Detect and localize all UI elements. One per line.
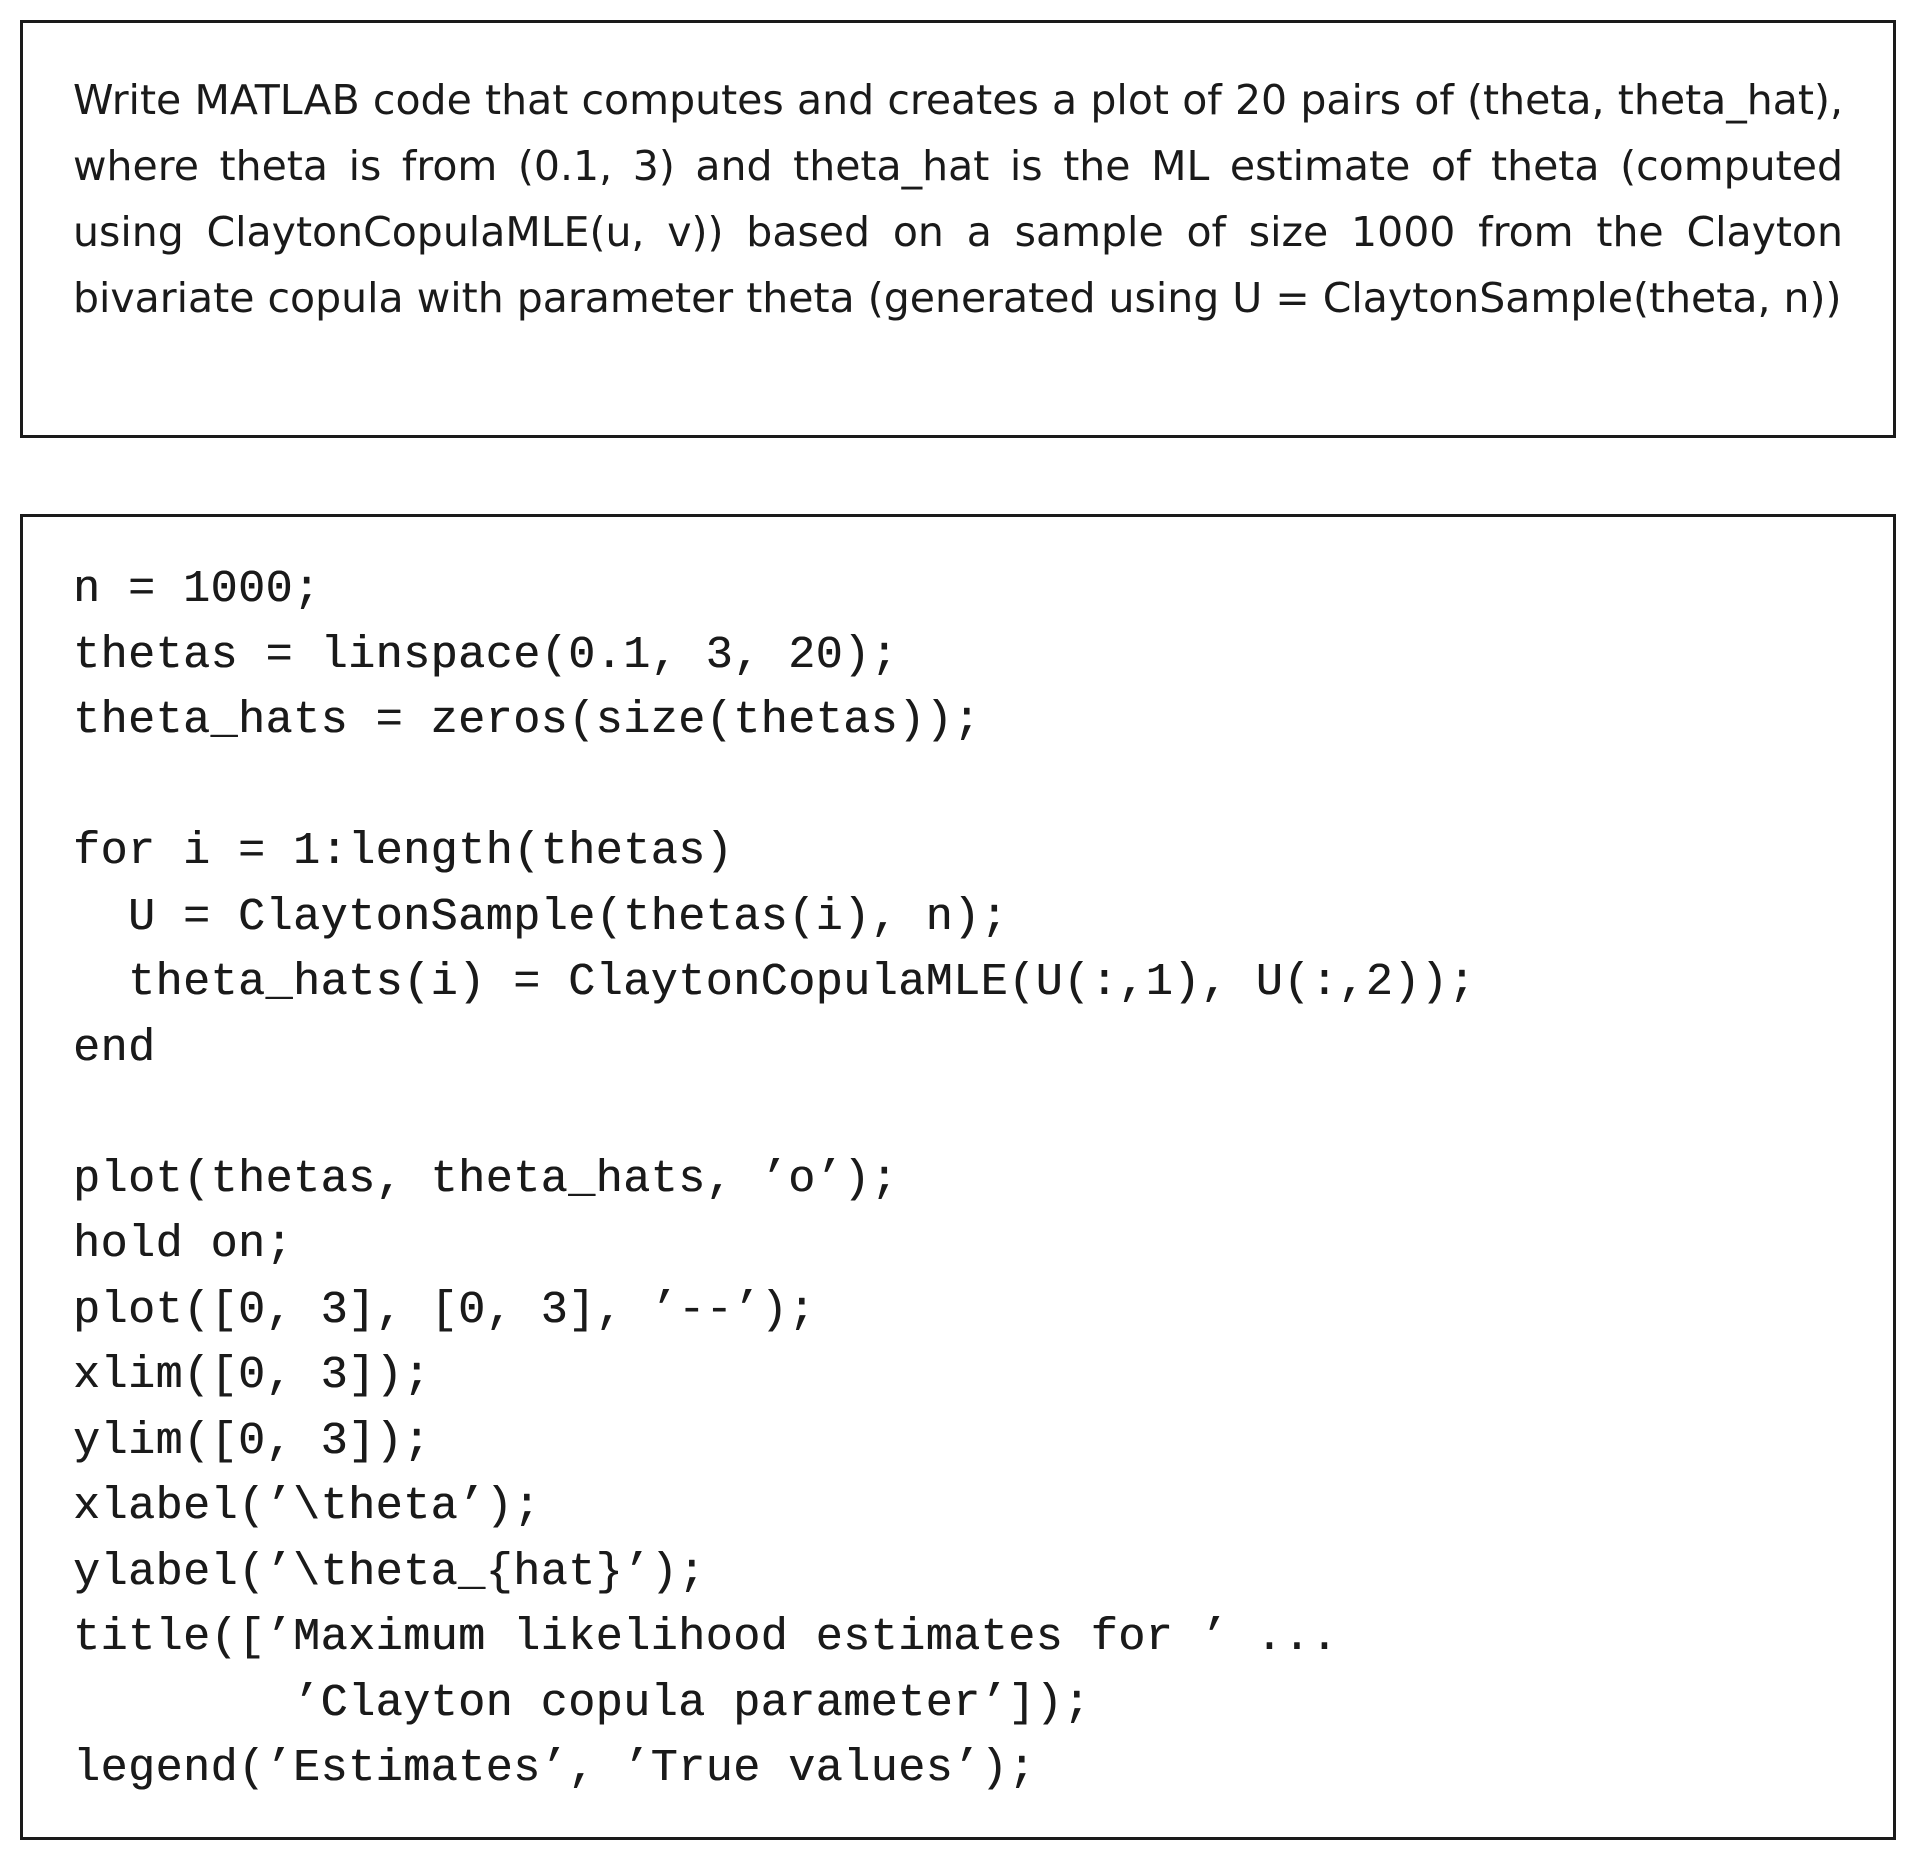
code-line: ylabel(’\theta_{hat}’); [73,1546,706,1598]
code-line [73,754,1843,820]
code-line: thetas = linspace(0.1, 3, 20); [73,629,899,681]
code-line [73,1081,1843,1147]
code-line: ylim([0, 3]); [73,1415,431,1467]
code-line: U = ClaytonSample(thetas(i), n); [73,891,1009,943]
code-line: for i = 1:length(thetas) [73,826,734,877]
code-line: end [73,1022,156,1074]
code-line: xlabel(’\theta’); [73,1481,541,1532]
prompt-box: Write MATLAB code that computes and crea… [20,20,1896,438]
code-line: plot(thetas, theta_hats, ’o’); [73,1153,899,1205]
code-line: legend(’Estimates’, ’True values’); [73,1743,1036,1794]
code-box: n = 1000; thetas = linspace(0.1, 3, 20);… [20,514,1896,1840]
code-line: theta_hats(i) = ClaytonCopulaMLE(U(:,1),… [73,957,1476,1008]
code-line: theta_hats = zeros(size(thetas)); [73,695,981,746]
code-line: plot([0, 3], [0, 3], ’--’); [73,1284,816,1336]
code-line: n = 1000; [73,564,321,615]
code-line: xlim([0, 3]); [73,1350,431,1401]
code-line: hold on; [73,1219,294,1270]
prompt-text: Write MATLAB code that computes and crea… [73,76,1843,322]
code-line: ’Clayton copula parameter’]); [73,1677,1091,1729]
code-line: title([’Maximum likelihood estimates for… [73,1612,1339,1663]
